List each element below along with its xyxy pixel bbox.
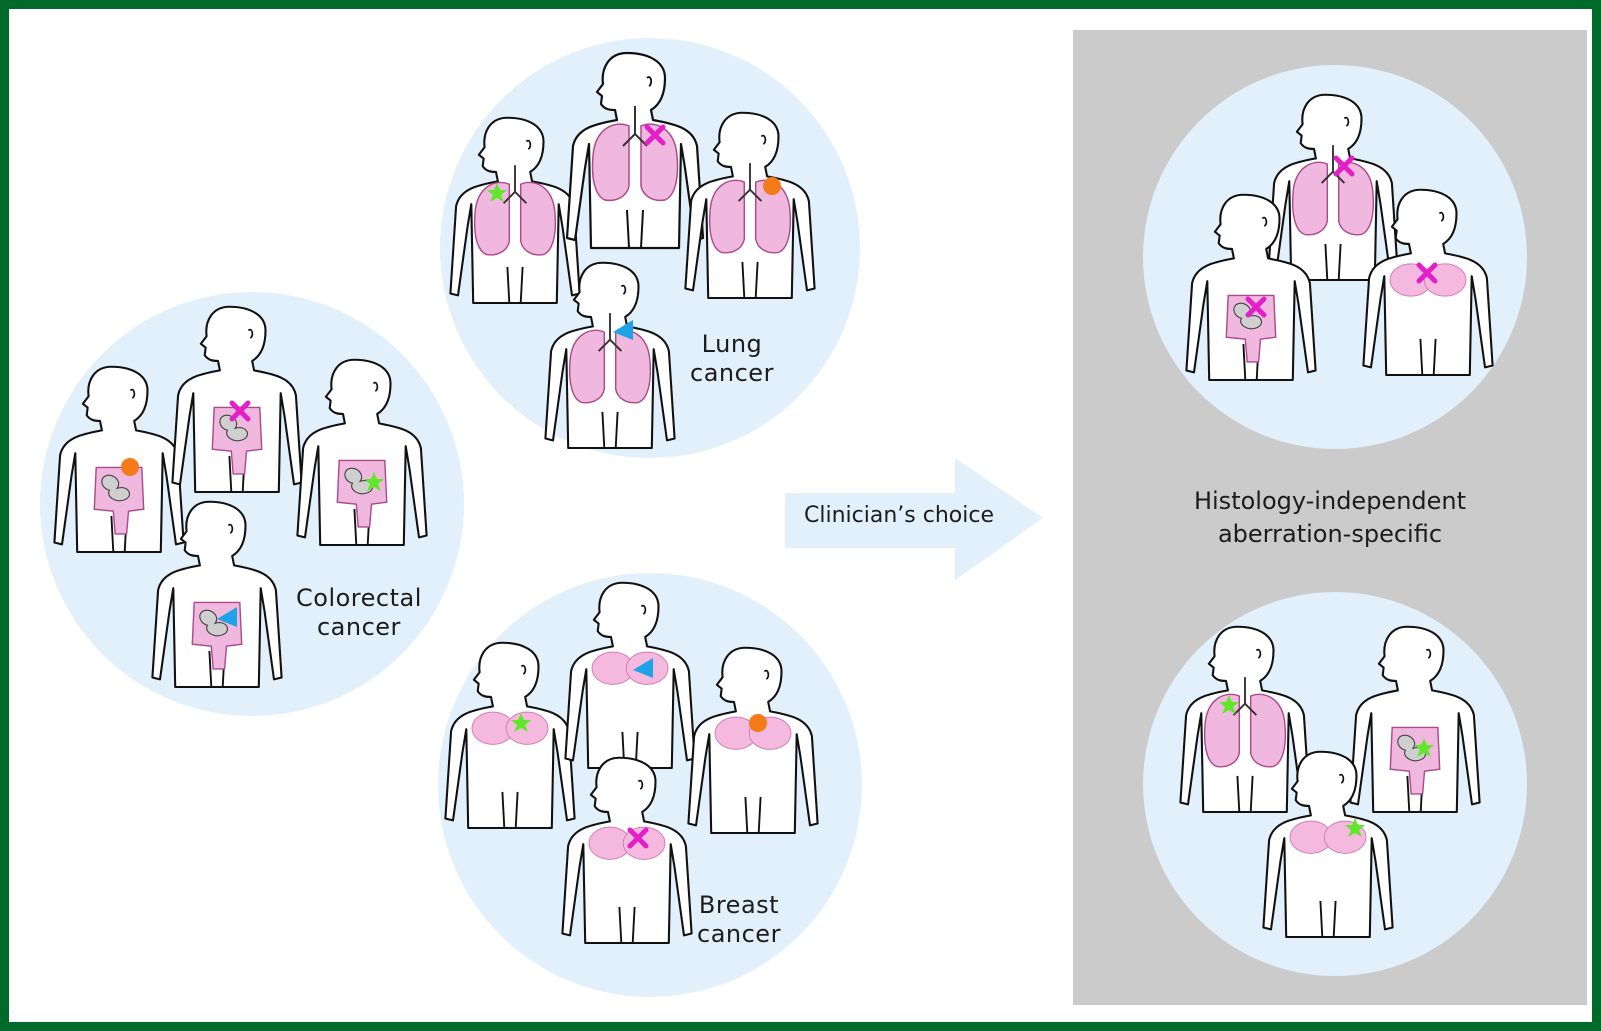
clinicians-choice-label: Clinician’s choice <box>794 503 1004 528</box>
orange-dot-marker <box>749 714 767 732</box>
x-aberration-group <box>1143 65 1528 450</box>
orange-dot-marker <box>763 177 781 195</box>
lung-cancer-label: Lung cancer <box>690 330 774 388</box>
green-star-aberration-group <box>1143 592 1528 977</box>
colorectal-cancer-label: Colorectal cancer <box>296 584 422 642</box>
histology-independent-label: Histology-independent aberration-specifi… <box>1073 485 1587 551</box>
breast-cancer-group <box>435 573 865 998</box>
colorectal-cancer-group <box>37 292 467 717</box>
orange-dot-marker <box>121 458 139 476</box>
lung-cancer-group <box>435 38 865 458</box>
breast-cancer-label: Breast cancer <box>697 891 781 949</box>
